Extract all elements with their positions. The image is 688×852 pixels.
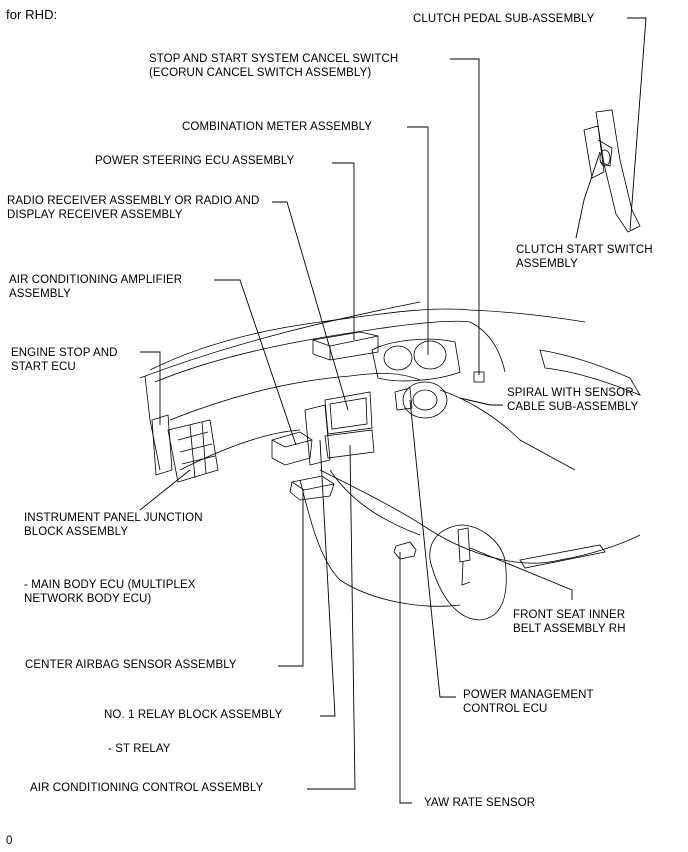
spiral-cable-mount <box>394 387 413 411</box>
dash-top-outline <box>149 308 586 371</box>
leader-ac-control <box>307 444 356 790</box>
label-clutch-start-switch: CLUTCH START SWITCH ASSEMBLY <box>516 244 653 270</box>
dash-lower-outline <box>179 429 301 471</box>
yaw-rate-sensor-box <box>393 541 417 560</box>
dash-right-lower <box>439 389 576 471</box>
label-clutch-pedal: CLUTCH PEDAL SUB-ASSEMBLY <box>413 13 595 25</box>
leader-radio <box>272 201 349 411</box>
junction-block <box>167 419 219 483</box>
label-ac-amplifier: AIR CONDITIONING AMPLIFIER ASSEMBLY <box>9 274 183 300</box>
leader-power-steering <box>332 162 355 340</box>
dash-face-outline <box>169 372 421 421</box>
meter-right-dial <box>413 340 447 370</box>
right-panel <box>539 349 641 396</box>
leader-yaw-rate <box>399 552 412 804</box>
page-footer: 0 <box>6 835 13 847</box>
leader-ac-amplifier <box>214 279 297 446</box>
steering-wheel <box>402 381 448 419</box>
seat-rail <box>519 544 606 569</box>
floor-line <box>319 469 641 564</box>
console-outline <box>299 479 461 607</box>
left-pillar <box>144 375 161 471</box>
leader-junction <box>139 469 191 511</box>
label-combination-meter: COMBINATION METER ASSEMBLY <box>182 121 373 133</box>
seat-belt-buckle <box>457 527 471 563</box>
leader-spiral <box>459 397 503 406</box>
label-ac-control: AIR CONDITIONING CONTROL ASSEMBLY <box>30 782 264 794</box>
ac-amplifier-box <box>271 431 313 466</box>
label-spiral-cable: SPIRAL WITH SENSOR CABLE SUB-ASSEMBLY <box>507 387 639 413</box>
engine-ecu-box <box>151 414 173 476</box>
leader-combination-meter <box>407 126 429 355</box>
label-front-seat-belt: FRONT SEAT INNER BELT ASSEMBLY RH <box>513 609 626 635</box>
ps-ecu-box <box>312 331 379 361</box>
leader-center-airbag <box>278 490 304 667</box>
leader-clutch-pedal <box>627 17 647 231</box>
label-yaw-rate-sensor: YAW RATE SENSOR <box>424 797 536 809</box>
console-side <box>329 469 421 536</box>
clutch-pedal-arm <box>595 109 641 233</box>
meter-left-dial <box>383 345 413 371</box>
label-center-airbag: CENTER AIRBAG SENSOR ASSEMBLY <box>25 659 237 671</box>
dash-top-outline-2 <box>154 320 471 383</box>
leader-seat-belt <box>469 547 573 600</box>
label-stop-start-switch: STOP AND START SYSTEM CANCEL SWITCH (ECO… <box>149 53 399 79</box>
windshield-line <box>139 301 421 379</box>
label-radio-receiver: RADIO RECEIVER ASSEMBLY OR RADIO AND DIS… <box>7 195 260 221</box>
leader-cancel-switch <box>450 58 480 375</box>
label-power-steering-ecu: POWER STEERING ECU ASSEMBLY <box>95 155 295 167</box>
label-main-body-ecu: - MAIN BODY ECU (MULTIPLEX NETWORK BODY … <box>24 579 196 605</box>
label-relay-block: NO. 1 RELAY BLOCK ASSEMBLY <box>104 709 283 721</box>
seat-outline <box>429 524 507 621</box>
clutch-pedal-bracket <box>583 125 605 179</box>
page-header: for RHD: <box>6 7 58 22</box>
dash-right-edge <box>469 321 506 373</box>
ac-control-panel <box>324 429 375 459</box>
label-engine-stop-start-ecu: ENGINE STOP AND START ECU <box>11 347 118 373</box>
label-power-management: POWER MANAGEMENT CONTROL ECU <box>463 689 594 715</box>
leader-relay-block <box>319 439 336 717</box>
label-junction-block: INSTRUMENT PANEL JUNCTION BLOCK ASSEMBLY <box>24 512 203 538</box>
label-st-relay: - ST RELAY <box>108 743 171 755</box>
leader-clutch-start <box>575 151 601 239</box>
center-stack <box>304 404 331 466</box>
leader-power-mgmt <box>409 399 456 698</box>
meter-hood <box>371 338 461 382</box>
leader-engine-ecu <box>140 351 161 425</box>
